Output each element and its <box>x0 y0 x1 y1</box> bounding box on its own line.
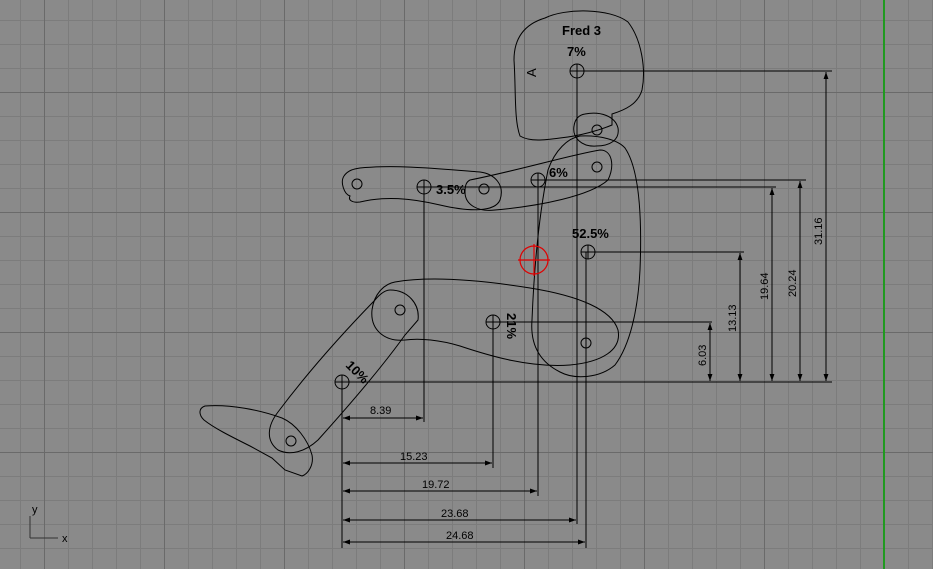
vertical-dimension-extension-lines <box>342 70 832 383</box>
ankle-joint[interactable] <box>285 435 297 447</box>
vertical-dimension-arrows <box>707 72 829 381</box>
foot-outline[interactable] <box>199 405 313 477</box>
elbow-joint[interactable] <box>478 183 490 195</box>
dim-label-23-68: 23.68 <box>441 508 469 520</box>
knee-joint[interactable] <box>394 304 406 316</box>
thigh-percent-label: 21% <box>504 313 519 339</box>
lower-leg-outline[interactable] <box>268 289 419 454</box>
thigh-outline[interactable] <box>371 278 619 366</box>
dim-label-13-13: 13.13 <box>727 304 739 332</box>
forearm-hand-outline[interactable] <box>341 166 502 211</box>
head-mark-label: A <box>524 68 539 77</box>
forearm-percent-label: 3.5% <box>436 182 466 197</box>
dim-label-19-64: 19.64 <box>759 272 771 300</box>
dim-label-6-03: 6.03 <box>697 345 709 366</box>
axis-gnomon-icon <box>29 516 58 539</box>
gnomon-y-label: y <box>32 504 38 516</box>
dim-label-20-24: 20.24 <box>787 269 799 297</box>
upper-arm-percent-label: 6% <box>549 165 568 180</box>
dim-label-31-16: 31.16 <box>813 217 825 245</box>
torso-percent-label: 52.5% <box>572 226 609 241</box>
upper-arm-outline[interactable] <box>464 149 613 211</box>
hand-joint[interactable] <box>351 178 363 190</box>
torso-outline[interactable] <box>531 135 642 378</box>
dim-label-8-39: 8.39 <box>370 405 391 417</box>
head-percent-label: 7% <box>567 44 586 59</box>
horizontal-dimension-arrows <box>343 415 585 545</box>
center-of-mass-target[interactable] <box>518 244 550 276</box>
dim-label-15-23: 15.23 <box>400 451 428 463</box>
dim-label-19-72: 19.72 <box>422 479 450 491</box>
shoulder-joint-upper[interactable] <box>591 124 603 136</box>
neck-outline[interactable] <box>573 112 619 147</box>
horizontal-dimension-extension-lines <box>341 71 587 548</box>
head-outline[interactable] <box>513 10 644 141</box>
dim-label-24-68: 24.68 <box>446 530 474 542</box>
gnomon-x-label: x <box>62 533 68 545</box>
shoulder-joint-lower[interactable] <box>591 161 603 173</box>
figure-title: Fred 3 <box>562 23 601 38</box>
